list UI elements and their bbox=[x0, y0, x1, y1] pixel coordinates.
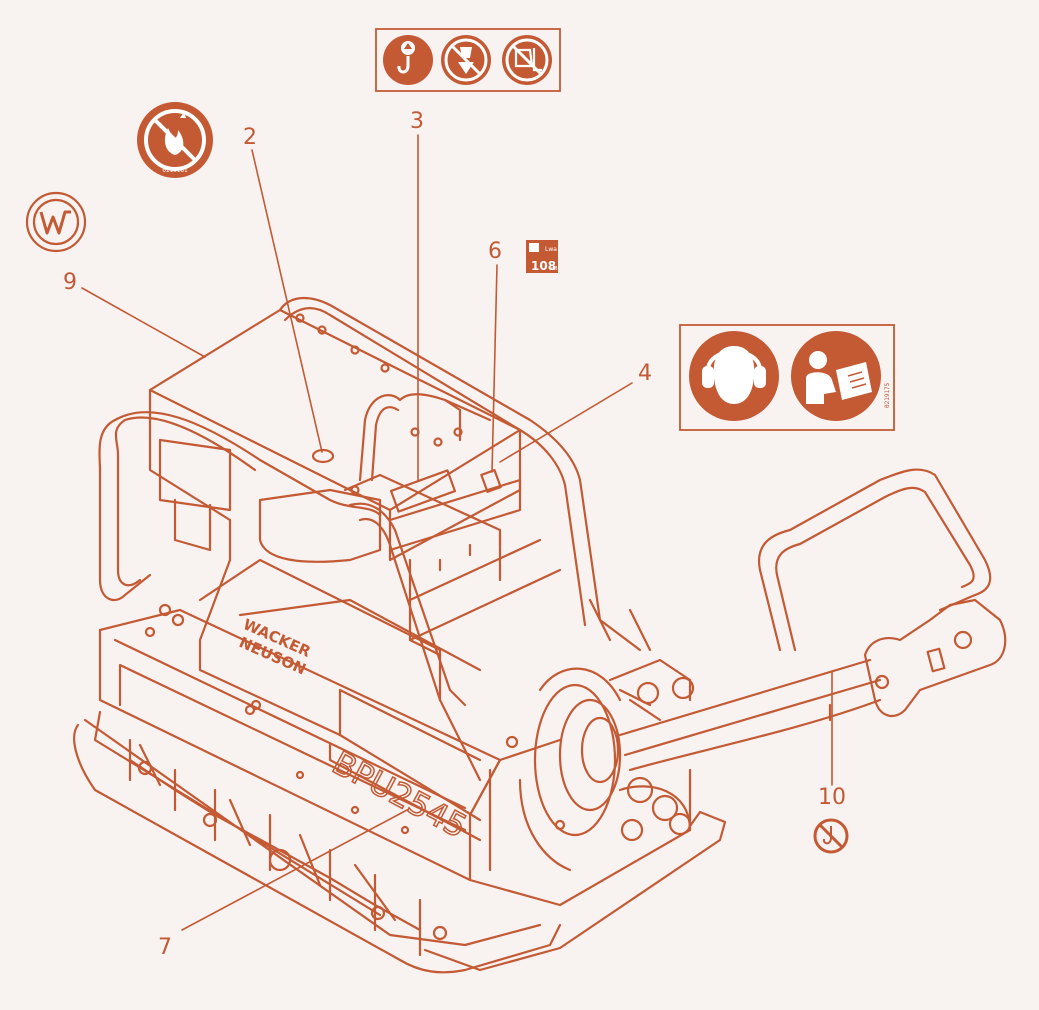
no-open-flame-icon bbox=[137, 102, 213, 178]
sound-label: Lwa bbox=[545, 246, 557, 253]
model-name: BPU2545 bbox=[326, 744, 473, 846]
leader-lines bbox=[81, 134, 833, 931]
callout-7: 7 bbox=[158, 935, 172, 960]
sound-level-unit: dB bbox=[551, 266, 558, 272]
leader-7 bbox=[181, 809, 408, 931]
leader-2 bbox=[251, 149, 323, 453]
callout-2: 2 bbox=[243, 125, 257, 150]
exciter-unit bbox=[505, 658, 695, 872]
decal-lifting-warnings bbox=[375, 28, 561, 92]
leader-9 bbox=[81, 287, 206, 358]
engine-cover bbox=[144, 308, 562, 822]
sound-power-level-icon: Lwa 108 dB bbox=[526, 240, 558, 273]
decal-ppe: 0219175 bbox=[679, 324, 895, 431]
callout-3: 3 bbox=[410, 109, 424, 134]
track-frame bbox=[73, 710, 727, 974]
no-fire-decal-code: 0219181 bbox=[162, 167, 188, 174]
no-lifting-handle-icon bbox=[813, 818, 849, 854]
leader-6 bbox=[491, 264, 498, 473]
read-manual-icon bbox=[791, 331, 881, 421]
guide-handle bbox=[618, 468, 1007, 772]
wacker-neuson-logo-icon bbox=[25, 191, 87, 253]
housing-markings bbox=[328, 743, 482, 842]
hearing-protection-icon bbox=[689, 331, 779, 421]
callout-6: 6 bbox=[488, 239, 502, 264]
ppe-decal-code: 0219175 bbox=[884, 382, 891, 408]
lower-housing bbox=[98, 608, 692, 907]
decal-no-open-flame: 0219181 bbox=[137, 102, 213, 178]
no-forklift-icon bbox=[502, 35, 552, 85]
roll-cage bbox=[98, 297, 652, 707]
sound-level-value: 108 bbox=[531, 259, 556, 273]
no-standing-under-load-icon bbox=[441, 35, 491, 85]
callout-10: 10 bbox=[818, 785, 846, 810]
lifting-point-icon bbox=[383, 35, 433, 85]
callout-9: 9 bbox=[63, 270, 77, 295]
leader-4 bbox=[499, 382, 633, 463]
callout-4: 4 bbox=[638, 361, 652, 386]
